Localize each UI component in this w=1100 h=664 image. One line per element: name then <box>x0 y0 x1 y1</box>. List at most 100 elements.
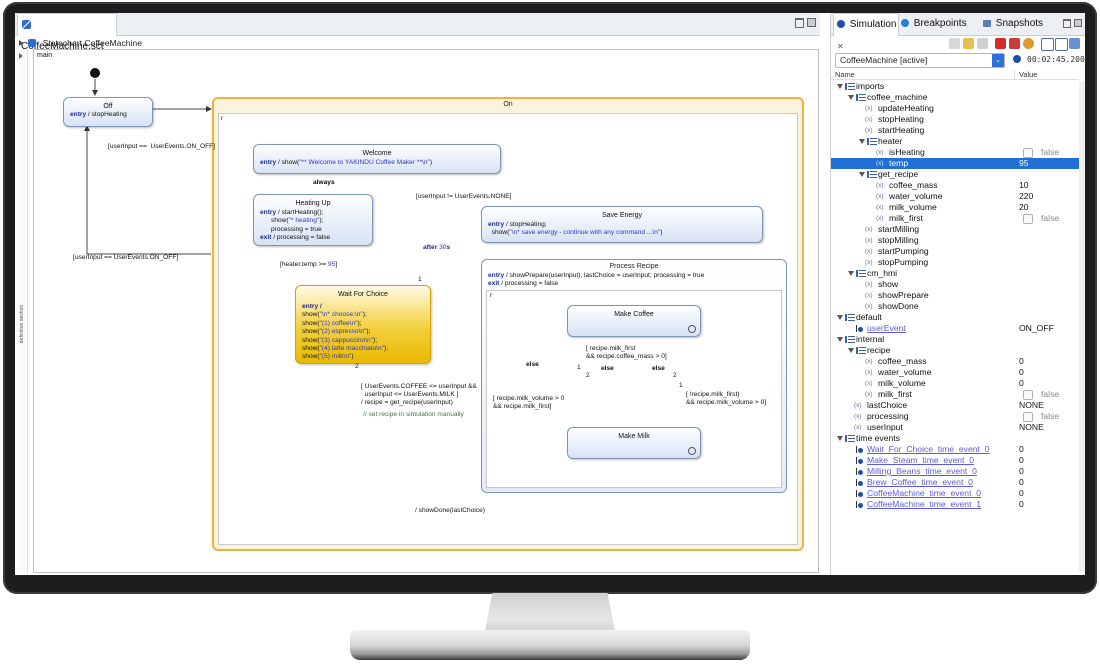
transition-label-always[interactable]: always <box>313 179 335 186</box>
transition-label-temp[interactable]: [heater.temp >= 95] <box>280 261 338 268</box>
tree-row-imports[interactable]: imports <box>831 81 1079 92</box>
minimize-icon[interactable] <box>795 18 804 28</box>
tree-row-value[interactable]: 220 <box>1019 191 1034 201</box>
resume-icon[interactable] <box>949 38 960 49</box>
expand-toggle-icon[interactable] <box>837 84 843 89</box>
column-name[interactable]: Name <box>835 70 855 79</box>
transition-label-else-3[interactable]: else <box>652 365 665 372</box>
session-select[interactable]: CoffeeMachine [active] ⌄ <box>835 53 1005 68</box>
restart-icon[interactable] <box>1023 38 1034 49</box>
close-icon[interactable]: ✕ <box>837 42 844 51</box>
tree-row-recipe[interactable]: recipe <box>831 345 1079 356</box>
transition-label-not-none[interactable]: [userInput != UserEvents.NONE] <box>416 193 512 200</box>
tree-row-value[interactable]: 0 <box>1019 356 1024 366</box>
transition-label-else-1[interactable]: else <box>526 361 539 368</box>
expand-toggle-icon[interactable] <box>859 139 865 144</box>
tree-row-showprepare[interactable]: (x)showPrepare <box>831 290 1079 301</box>
tree-row-show[interactable]: (x)show <box>831 279 1079 290</box>
tree-row-showdone[interactable]: (x)showDone <box>831 301 1079 312</box>
tab-snapshots[interactable]: Snapshots <box>983 13 1053 35</box>
transition-label-not-milk-first[interactable]: [ !recipe.milk_first) && recipe.milk_vol… <box>686 391 767 406</box>
tree-row-value[interactable]: 0 <box>1019 367 1024 377</box>
expand-toggle-icon[interactable] <box>837 337 843 342</box>
tab-breakpoints[interactable]: Breakpoints <box>901 13 981 35</box>
expand-toggle-icon[interactable] <box>837 315 843 320</box>
boolean-checkbox[interactable] <box>1023 148 1033 158</box>
tree-scrollbar[interactable] <box>1079 81 1085 571</box>
tree-row-value[interactable]: 0 <box>1019 499 1024 509</box>
state-heating-up[interactable]: Heating Up entry / startHeating(); show(… <box>253 194 373 246</box>
tree-row-time-events[interactable]: time events <box>831 433 1079 444</box>
maximize-icon[interactable] <box>807 18 816 27</box>
tree-row-value[interactable]: 0 <box>1019 455 1024 465</box>
tree-row-coffee-machine[interactable]: coffee_machine <box>831 92 1079 103</box>
tree-row-value[interactable]: NONE <box>1019 400 1044 410</box>
chevron-down-icon[interactable]: ⌄ <box>992 54 1004 67</box>
tree-row-stoppumping[interactable]: (x)stopPumping <box>831 257 1079 268</box>
tree-row-default[interactable]: default <box>831 312 1079 323</box>
boolean-checkbox[interactable] <box>1023 390 1033 400</box>
tree-row-value[interactable]: 0 <box>1019 477 1024 487</box>
tree-row-value[interactable]: 95 <box>1019 158 1029 168</box>
tree-row-value[interactable]: NONE <box>1019 422 1044 432</box>
state-off[interactable]: Off entry / stopHeating <box>63 97 153 127</box>
tree-row-value[interactable]: 0 <box>1019 466 1024 476</box>
transition-label-choice[interactable]: [ UserEvents.COFFEE <= userInput && user… <box>361 383 477 406</box>
expand-toggle-icon[interactable] <box>837 436 843 441</box>
state-make-milk[interactable]: Make Milk <box>567 427 701 459</box>
diagram-canvas[interactable]: main <box>33 49 820 573</box>
maximize-icon[interactable] <box>1074 19 1082 27</box>
transition-label-on-off[interactable]: [userInput == UserEvents.ON_OFF] <box>73 254 179 261</box>
tree-row-cm-hmi[interactable]: cm_hmi <box>831 268 1079 279</box>
tree-row-startpumping[interactable]: (x)startPumping <box>831 246 1079 257</box>
tree-row-value[interactable]: 0 <box>1019 378 1024 388</box>
tree-row-startmilling[interactable]: (x)startMilling <box>831 224 1079 235</box>
expand-toggle-icon[interactable] <box>848 271 854 276</box>
column-value[interactable]: Value <box>1019 70 1038 79</box>
boolean-checkbox[interactable] <box>1023 214 1033 224</box>
boolean-checkbox[interactable] <box>1023 412 1033 422</box>
tree-row-value[interactable]: 0 <box>1019 444 1024 454</box>
state-wait-for-choice[interactable]: Wait For Choice entry / show("\n* choose… <box>295 285 431 364</box>
collapse-all-icon[interactable] <box>1041 38 1054 51</box>
suspend-icon[interactable] <box>963 38 974 49</box>
definition-section-toggle[interactable]: definition section <box>17 49 28 574</box>
editor-tab[interactable]: CoffeeMachine.sct ✕ <box>17 13 117 73</box>
tree-row-stopmilling[interactable]: (x)stopMilling <box>831 235 1079 246</box>
expand-all-icon[interactable] <box>1055 38 1068 51</box>
tab-simulation[interactable]: Simulation ✕ <box>833 13 899 51</box>
state-make-coffee[interactable]: Make Coffee <box>567 305 701 337</box>
transition-label-milk-volume[interactable]: [ recipe.milk_volume > 0 && recipe.milk_… <box>493 395 565 410</box>
terminate-remove-icon[interactable] <box>1009 38 1020 49</box>
tree-row-value[interactable]: ON_OFF <box>1019 323 1054 333</box>
tree-row-value[interactable]: 0 <box>1019 488 1024 498</box>
expand-toggle-icon[interactable] <box>859 172 865 177</box>
transition-label-after[interactable]: after 30s <box>423 244 451 251</box>
transition-label-show-done[interactable]: / showDone(lastChoice) <box>415 507 485 514</box>
transition-label-else-2[interactable]: else <box>601 365 614 372</box>
tree-row-get-recipe[interactable]: get_recipe <box>831 169 1079 180</box>
transition-label-milk-first[interactable]: [ recipe.milk_first && recipe.coffee_mas… <box>586 345 667 360</box>
tree-row-startheating[interactable]: (x)startHeating <box>831 125 1079 136</box>
breadcrumb[interactable]: Statechart CoffeeMachine <box>19 37 142 49</box>
state-welcome[interactable]: Welcome entry / show("** Welcome to YAKI… <box>253 144 501 174</box>
tree-row-internal[interactable]: internal <box>831 334 1079 345</box>
link-icon[interactable] <box>1069 38 1080 49</box>
